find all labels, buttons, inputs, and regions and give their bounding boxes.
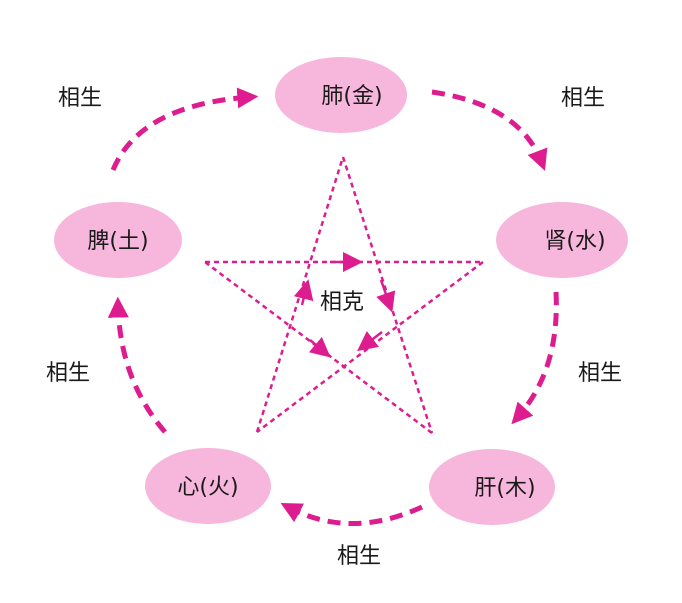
- restraining-arrows: [293, 252, 396, 358]
- restraining-arrow-down-left: [357, 330, 383, 352]
- node-lung: 肺(金): [275, 57, 407, 133]
- node-spleen-shape: [54, 202, 182, 278]
- generating-arrows: [107, 87, 559, 526]
- node-kidney-label: 肾(水): [544, 229, 605, 254]
- generating-arrow-heart-to-spleen: [107, 296, 167, 434]
- node-kidney-shape: [496, 202, 628, 278]
- generating-label-top-right: 相生: [561, 86, 605, 111]
- node-heart-label: 心(火): [177, 475, 238, 500]
- node-liver: 肝(木): [429, 449, 555, 525]
- star-line-right-to-bottom-left: [256, 261, 484, 433]
- node-liver-shape: [429, 449, 555, 525]
- generating-arrow-spleen-to-lung: [110, 87, 259, 171]
- generating-label-bottom-right: 相生: [578, 361, 622, 386]
- generating-label-bottom-left: 相生: [46, 361, 90, 386]
- generating-label-top-left: 相生: [58, 86, 102, 111]
- generating-arrow-kidney-to-liver: [511, 291, 559, 425]
- restraining-arrow-down-right: [376, 279, 396, 313]
- node-liver-label: 肝(木): [474, 476, 535, 501]
- node-lung-label: 肺(金): [321, 84, 382, 109]
- restraining-arrow-left-down: [308, 336, 331, 358]
- restraining-label: 相克: [320, 290, 364, 315]
- star-line-bottom-right-to-left: [204, 261, 433, 434]
- node-lung-shape: [275, 57, 407, 133]
- node-kidney: 肾(水): [496, 202, 628, 278]
- generating-arrow-lung-to-kidney: [431, 89, 548, 171]
- generating-arrow-liver-to-heart: [280, 503, 424, 526]
- generating-label-bottom: 相生: [337, 544, 381, 569]
- node-spleen-label: 脾(土): [87, 229, 148, 254]
- node-heart: 心(火): [145, 448, 271, 524]
- node-spleen: 脾(土): [54, 202, 182, 278]
- restraining-arrow-up: [293, 279, 314, 306]
- node-heart-shape: [145, 448, 271, 524]
